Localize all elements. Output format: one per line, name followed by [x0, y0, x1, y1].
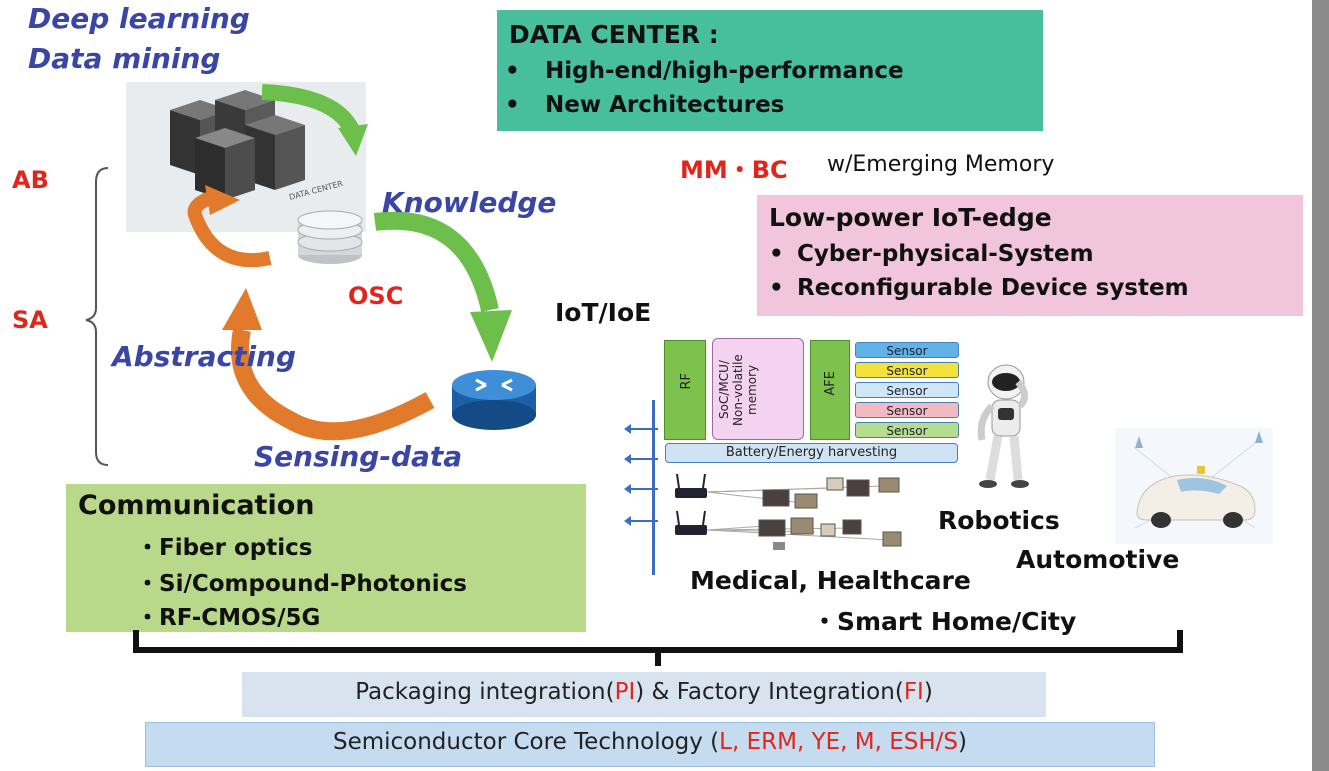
semiconductor-text: Semiconductor Core Technology (L, ERM, Y…	[332, 729, 968, 755]
abstracting-label: Abstracting	[112, 340, 297, 373]
sensor-block: Sensor	[855, 402, 959, 418]
connected-car-image	[1115, 428, 1273, 544]
soc-block: SoC/MCU/ Non-volatile memory	[712, 338, 804, 440]
data-center-title: DATA CENTER :	[509, 20, 719, 49]
orange-arrow-bottom	[231, 328, 435, 441]
orange-arrow-left	[187, 191, 272, 268]
sensor-block: Sensor	[855, 342, 959, 358]
data-center-bullet: •High-end/high-performance	[505, 58, 904, 84]
knowledge-cycle-diagram: DATA CENTER	[85, 82, 536, 466]
robot-icon	[977, 364, 1029, 488]
emerging-memory-label: w/Emerging Memory	[827, 152, 1055, 177]
communication-item: ・Fiber optics	[136, 535, 313, 561]
iot-ioe-label: IoT/IoE	[555, 298, 652, 327]
automotive-label: Automotive	[1016, 545, 1180, 574]
iot-edge-title: Low-power IoT-edge	[769, 203, 1052, 232]
car-icon	[1136, 466, 1256, 528]
packaging-box: Packaging integration(PI) & Factory Inte…	[242, 672, 1046, 717]
robot-image	[977, 364, 1029, 488]
bus-arrow	[624, 516, 658, 526]
iot-edge-bullet: •Reconfigurable Device system	[769, 275, 1189, 301]
rf-block: RF	[664, 340, 706, 440]
router-icon	[452, 370, 536, 430]
green-arrow-top	[261, 84, 360, 134]
communication-item: ・Si/Compound-Photonics	[136, 571, 467, 597]
robotics-label: Robotics	[938, 506, 1060, 535]
data-center-bullet: •New Architectures	[505, 92, 785, 118]
communication-title: Communication	[78, 490, 315, 521]
green-arrow-right	[373, 211, 499, 313]
ab-label: AB	[12, 166, 49, 194]
battery-block: Battery/Energy harvesting	[665, 443, 958, 463]
fi-code: FI	[903, 679, 924, 705]
sensor-block: Sensor	[855, 422, 959, 438]
deep-learning-label: Deep learning	[28, 2, 250, 35]
osc-label: OSC	[348, 282, 404, 310]
packaging-text: Packaging integration(PI) & Factory Inte…	[355, 679, 933, 705]
semiconductor-box: Semiconductor Core Technology (L, ERM, Y…	[145, 722, 1155, 767]
sensor-block: Sensor	[855, 382, 959, 398]
right-edge-bar	[1312, 0, 1329, 771]
mm-bc-label: MM・BC	[680, 156, 788, 184]
smart-home-label: ・Smart Home/City	[812, 607, 1077, 636]
afe-block: AFE	[810, 340, 850, 440]
knowledge-label: Knowledge	[382, 186, 557, 219]
communication-box: Communication ・Fiber optics ・Si/Compound…	[66, 484, 586, 632]
medical-label: Medical, Healthcare	[690, 566, 971, 595]
bottom-bracket	[133, 630, 1183, 666]
pi-code: PI	[614, 679, 636, 705]
router-device-icon	[675, 473, 707, 498]
bus-arrow	[624, 454, 658, 464]
data-mining-label: Data mining	[28, 42, 221, 75]
bus-line	[652, 400, 655, 575]
iot-edge-bullet: •Cyber-physical-System	[769, 241, 1094, 267]
router-device-icon	[675, 510, 707, 535]
sensing-data-label: Sensing-data	[254, 440, 463, 473]
server-racks-icon	[170, 90, 305, 200]
sensor-block: Sensor	[855, 362, 959, 378]
sa-label: SA	[12, 306, 48, 334]
communication-item: ・RF-CMOS/5G	[136, 605, 321, 631]
data-center-box: DATA CENTER : •High-end/high-performance…	[497, 10, 1043, 131]
network-devices-image	[675, 473, 902, 550]
iot-edge-box: Low-power IoT-edge •Cyber-physical-Syste…	[757, 195, 1303, 316]
bus-arrow	[624, 424, 658, 434]
left-brace	[85, 167, 109, 466]
database-icon	[297, 210, 363, 264]
semiconductor-codes: L, ERM, YE, M, ESH/S	[719, 729, 959, 755]
bus-arrow	[624, 484, 658, 494]
